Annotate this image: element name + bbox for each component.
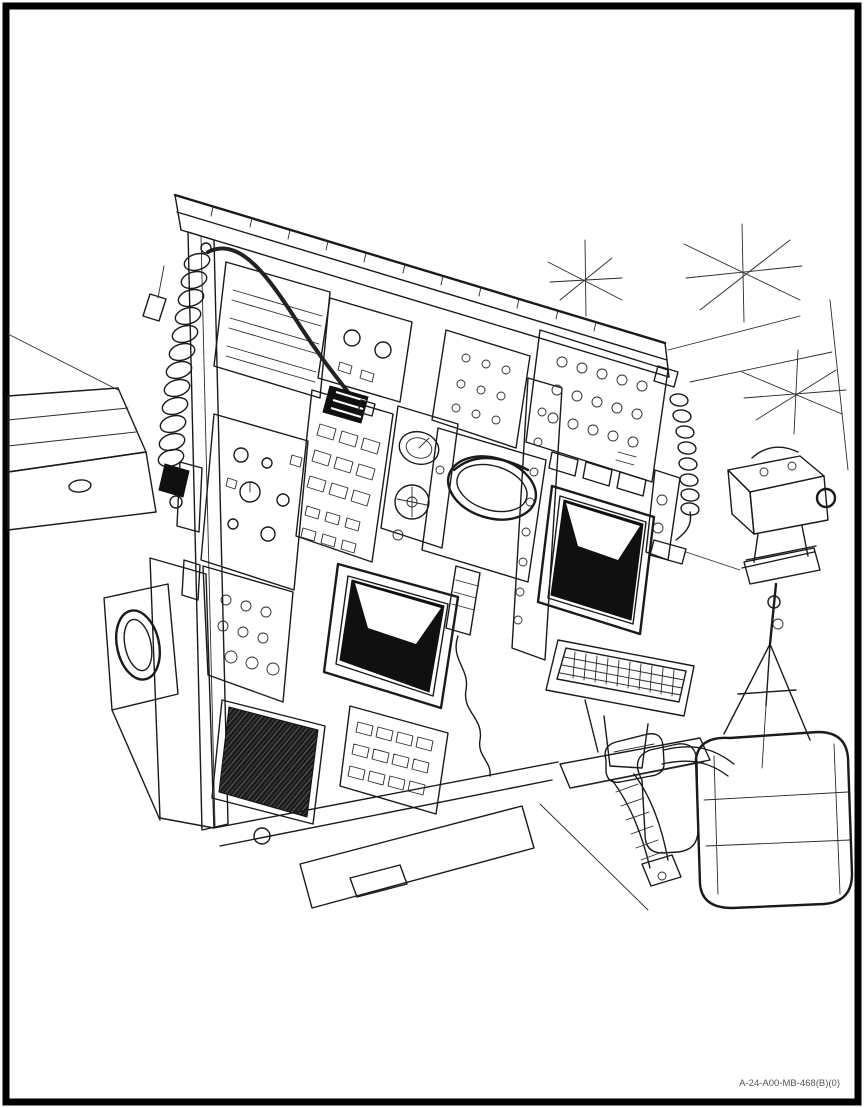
speaker-grille: [211, 699, 326, 845]
left-shelf: [7, 333, 157, 531]
vent-panel: [213, 261, 331, 399]
gauge-panel: [380, 405, 459, 549]
background-structure-lines: [547, 223, 849, 471]
toggle-switch-panel: [431, 329, 531, 449]
coiled-cable-left: [142, 242, 350, 509]
figure-number: A-24-A00-MB-468(B)(0): [739, 1078, 840, 1089]
microphone: [445, 565, 491, 777]
button-panel-lower: [339, 705, 449, 815]
coiled-cord-right: [653, 365, 700, 541]
knob-panel-left: [200, 413, 309, 591]
console-top-rail: [173, 193, 670, 378]
crt-screen-right: [536, 484, 656, 636]
desk-structure: [103, 557, 711, 911]
tripod-instrument: [649, 446, 837, 769]
scope-hood-opening: [421, 427, 547, 583]
right-instrument-cluster: [525, 329, 669, 497]
harness-strap: [604, 733, 735, 887]
crt-screen-center: [322, 562, 460, 710]
dual-knob-panel: [317, 297, 413, 403]
left-hinge-column: [176, 231, 229, 831]
narrow-knob-strip: [511, 377, 563, 661]
cable-plug-connector: [322, 385, 376, 424]
seat: [636, 730, 854, 910]
small-knob-panel: [202, 565, 294, 703]
